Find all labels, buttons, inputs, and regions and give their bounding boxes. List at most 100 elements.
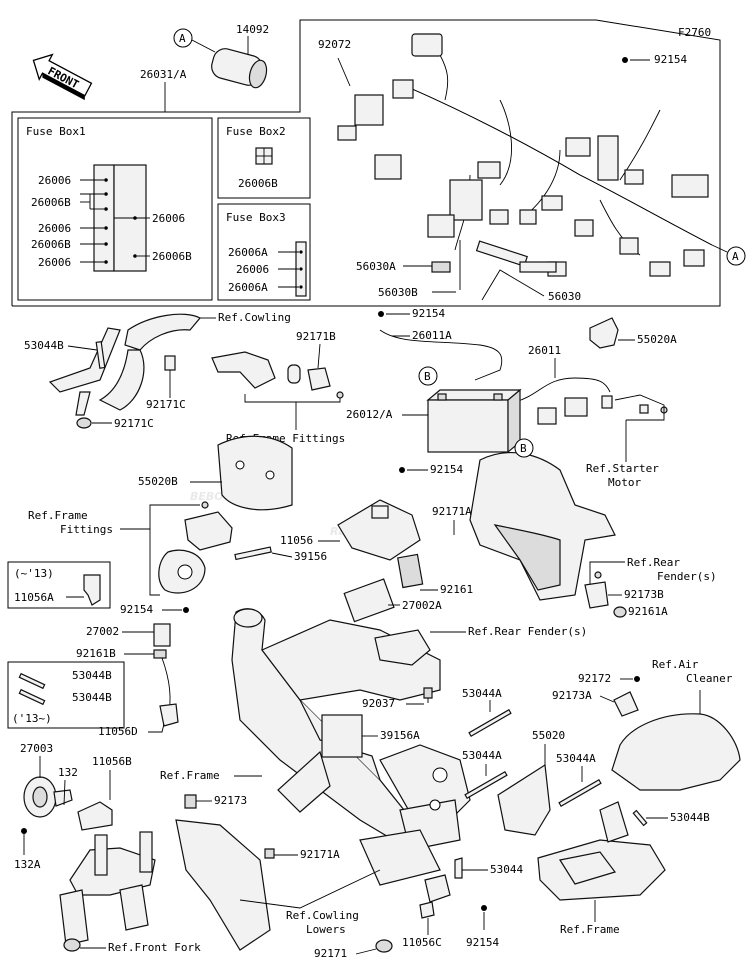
- label-53044a-c[interactable]: 53044A: [556, 752, 596, 765]
- air-cleaner-cover: [611, 713, 741, 791]
- label-fb1-26006b-b[interactable]: 26006B: [31, 238, 71, 251]
- label-92154-d[interactable]: 92154: [120, 603, 153, 616]
- label-92173a[interactable]: 92173A: [552, 689, 592, 702]
- fuse-box-1-title: Fuse Box1: [26, 125, 86, 138]
- tape-56030a: [431, 261, 451, 273]
- label-92154-b[interactable]: 92154: [412, 307, 445, 320]
- label-fb1-26006b-r[interactable]: 26006B: [152, 250, 192, 263]
- label-92154-e[interactable]: 92154: [466, 936, 499, 949]
- label-92161a[interactable]: 92161A: [628, 605, 668, 618]
- label-92173b[interactable]: 92173B: [624, 588, 664, 601]
- label-92037[interactable]: 92037: [362, 697, 395, 710]
- label-26031a[interactable]: 26031/A: [140, 68, 187, 81]
- label-27002[interactable]: 27002: [86, 625, 119, 638]
- fuse-box-2: Fuse Box2: [217, 117, 311, 199]
- label-56030b[interactable]: 56030B: [378, 286, 418, 299]
- label-11056-a[interactable]: 11056: [280, 534, 313, 547]
- label-11056c[interactable]: 11056C: [402, 936, 442, 949]
- ref-rear-fender-a1[interactable]: Ref.Rear: [627, 556, 680, 569]
- ref-air-2[interactable]: Cleaner: [686, 672, 733, 685]
- ecu-bracket: [337, 499, 421, 561]
- label-fb1-26006-r[interactable]: 26006: [152, 212, 185, 225]
- label-92171b[interactable]: 92171B: [296, 330, 336, 343]
- label-55020b[interactable]: 55020B: [138, 475, 178, 488]
- variant-box-pre13: [7, 561, 111, 609]
- year-pre13[interactable]: (~'13): [14, 567, 54, 580]
- svg-text:A: A: [732, 250, 739, 263]
- label-27002a[interactable]: 27002A: [402, 599, 442, 612]
- ref-starter-a[interactable]: Ref.Starter: [586, 462, 659, 475]
- ref-air-1[interactable]: Ref.Air: [652, 658, 699, 671]
- front-arrow-icon: FRONT: [32, 53, 93, 101]
- label-92171a-a[interactable]: 92171A: [432, 505, 472, 518]
- ref-cowling-lowers-2[interactable]: Lowers: [306, 923, 346, 936]
- label-39156[interactable]: 39156: [294, 550, 327, 563]
- label-53044a-b[interactable]: 53044A: [462, 749, 502, 762]
- label-26012a[interactable]: 26012/A: [346, 408, 393, 421]
- ref-front-fork[interactable]: Ref.Front Fork: [108, 941, 201, 954]
- callout-b-fender[interactable]: B: [514, 438, 534, 458]
- ref-rear-fender-a2[interactable]: Fender(s): [657, 570, 717, 583]
- label-53044[interactable]: 53044: [490, 863, 523, 876]
- plate-55020: [497, 763, 551, 836]
- label-92161b[interactable]: 92161B: [76, 647, 116, 660]
- ref-rear-fender-b[interactable]: Ref.Rear Fender(s): [468, 625, 587, 638]
- label-fb3-26006[interactable]: 26006: [236, 263, 269, 276]
- label-fb3-26006a-a[interactable]: 26006A: [228, 246, 268, 259]
- label-53044b-a[interactable]: 53044B: [72, 669, 112, 682]
- label-26011[interactable]: 26011: [528, 344, 561, 357]
- callout-a-top[interactable]: A: [173, 28, 193, 48]
- label-fb1-26006-a[interactable]: 26006: [38, 174, 71, 187]
- ref-cowling-lowers-1[interactable]: Ref.Cowling: [286, 909, 359, 922]
- label-92154-top[interactable]: 92154: [654, 53, 687, 66]
- label-92154-c[interactable]: 92154: [430, 463, 463, 476]
- ref-frame-fittings-b2[interactable]: Fittings: [60, 523, 113, 536]
- label-132a[interactable]: 132A: [14, 858, 41, 871]
- horn-27003: [23, 776, 73, 818]
- ref-starter-b[interactable]: Motor: [608, 476, 641, 489]
- label-53044b-b[interactable]: 53044B: [72, 691, 112, 704]
- label-55020[interactable]: 55020: [532, 729, 565, 742]
- label-53044a-a[interactable]: 53044A: [462, 687, 502, 700]
- label-56030[interactable]: 56030: [548, 290, 581, 303]
- label-27003[interactable]: 27003: [20, 742, 53, 755]
- label-53044b-r[interactable]: 53044B: [670, 811, 710, 824]
- label-fb1-26006-c[interactable]: 26006: [38, 256, 71, 269]
- label-11056d[interactable]: 11056D: [98, 725, 138, 738]
- year-post13[interactable]: ('13~): [12, 712, 52, 725]
- label-92173[interactable]: 92173: [214, 794, 247, 807]
- label-92171[interactable]: 92171: [314, 947, 347, 960]
- label-fb2-26006b[interactable]: 26006B: [238, 177, 278, 190]
- label-26011a[interactable]: 26011A: [412, 329, 452, 342]
- label-39156a[interactable]: 39156A: [380, 729, 420, 742]
- label-92171a-b[interactable]: 92171A: [300, 848, 340, 861]
- label-92161[interactable]: 92161: [440, 583, 473, 596]
- callout-b-battery[interactable]: B: [418, 366, 438, 386]
- tie-39156: [234, 546, 272, 561]
- label-fb3-26006a-b[interactable]: 26006A: [228, 281, 268, 294]
- harness-group-frame: [11, 19, 721, 307]
- label-53044b-l[interactable]: 53044B: [24, 339, 64, 352]
- label-14092[interactable]: 14092: [236, 23, 269, 36]
- label-55020a[interactable]: 55020A: [637, 333, 677, 346]
- callout-a-right[interactable]: A: [726, 246, 746, 266]
- svg-text:B: B: [520, 442, 527, 455]
- ref-frame-b[interactable]: Ref.Frame: [560, 923, 620, 936]
- ref-frame-a[interactable]: Ref.Frame: [160, 769, 220, 782]
- label-92172[interactable]: 92172: [578, 672, 611, 685]
- label-fb1-26006b-a[interactable]: 26006B: [31, 196, 71, 209]
- label-132[interactable]: 132: [58, 766, 78, 779]
- ref-cowling[interactable]: Ref.Cowling: [218, 311, 291, 324]
- label-11056a[interactable]: 11056A: [14, 591, 54, 604]
- label-fb1-26006-b[interactable]: 26006: [38, 222, 71, 235]
- sensor-27002: [153, 623, 171, 647]
- label-92171c-a[interactable]: 92171C: [146, 398, 186, 411]
- label-11056b[interactable]: 11056B: [92, 755, 132, 768]
- label-92171c-b[interactable]: 92171C: [114, 417, 154, 430]
- variant-box-post13: [7, 661, 125, 729]
- label-92072[interactable]: 92072: [318, 38, 351, 51]
- label-56030a[interactable]: 56030A: [356, 260, 396, 273]
- bracket-92173b: [584, 581, 609, 609]
- ref-frame-fittings-b1[interactable]: Ref.Frame: [28, 509, 88, 522]
